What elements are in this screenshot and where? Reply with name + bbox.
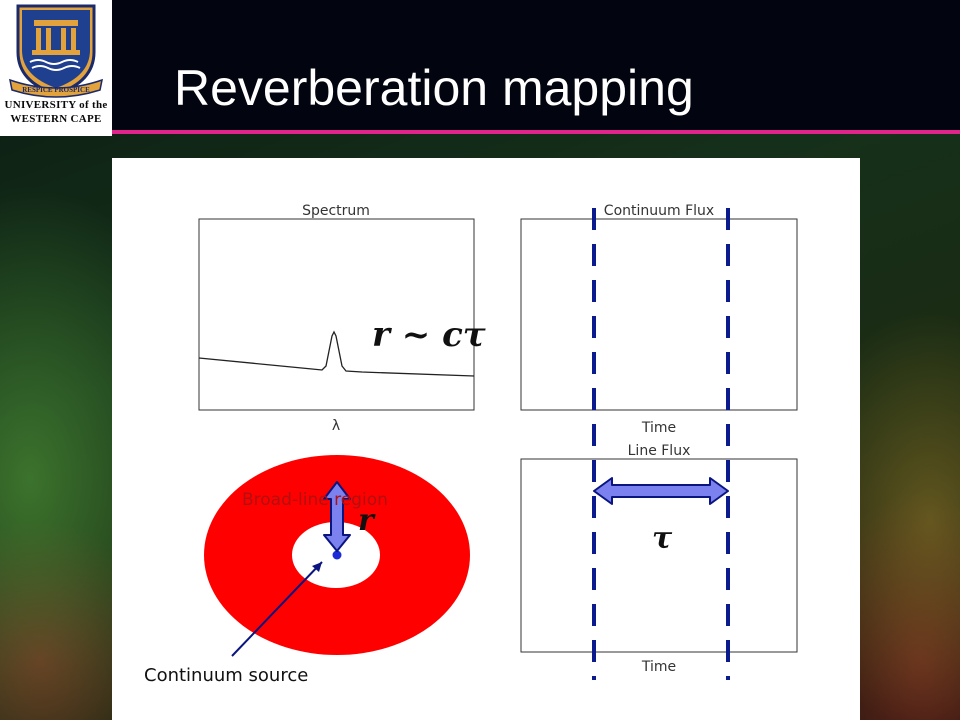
blr-label: Broad-line region bbox=[242, 490, 388, 510]
spectrum-panel-frame bbox=[198, 218, 475, 411]
reverberation-diagram: Spectrum λ Continuum Flux Time Line Flux… bbox=[144, 203, 798, 686]
logo-motto: RESPICE PROSPICE bbox=[22, 86, 90, 94]
lag-symbol: τ bbox=[652, 521, 673, 556]
line-panel-title: Line Flux bbox=[628, 443, 691, 459]
radius-arrow bbox=[323, 481, 351, 552]
continuum-panel-frame bbox=[520, 218, 798, 411]
spectrum-panel-title: Spectrum bbox=[302, 203, 370, 219]
continuum-source-dot bbox=[332, 550, 342, 560]
pointer-arrowhead bbox=[312, 562, 322, 572]
spectrum-xlabel: λ bbox=[332, 418, 340, 434]
figure-panel: Spectrum λ Continuum Flux Time Line Flux… bbox=[112, 158, 860, 720]
continuum-source-pointer bbox=[231, 561, 323, 657]
logo-campus-line: WESTERN CAPE bbox=[10, 113, 102, 125]
university-logo: RESPICE PROSPICE UNIVERSITY of the WESTE… bbox=[0, 0, 112, 136]
crest-icon: RESPICE PROSPICE bbox=[9, 4, 103, 98]
page-title: Reverberation mapping bbox=[174, 60, 694, 116]
title-bar bbox=[0, 0, 960, 133]
line-xlabel: Time bbox=[641, 659, 676, 675]
spectrum-curve bbox=[198, 330, 475, 377]
continuum-xlabel: Time bbox=[641, 420, 676, 436]
continuum-panel-title: Continuum Flux bbox=[604, 203, 714, 219]
time-lag-arrow bbox=[593, 477, 729, 505]
logo-university-line: UNIVERSITY of the bbox=[4, 99, 108, 111]
equation: r ~ cτ bbox=[372, 315, 486, 355]
radius-symbol: r bbox=[358, 503, 376, 538]
continuum-source-label: Continuum source bbox=[144, 665, 308, 686]
line-panel-frame bbox=[520, 458, 798, 653]
title-underline bbox=[112, 130, 960, 134]
